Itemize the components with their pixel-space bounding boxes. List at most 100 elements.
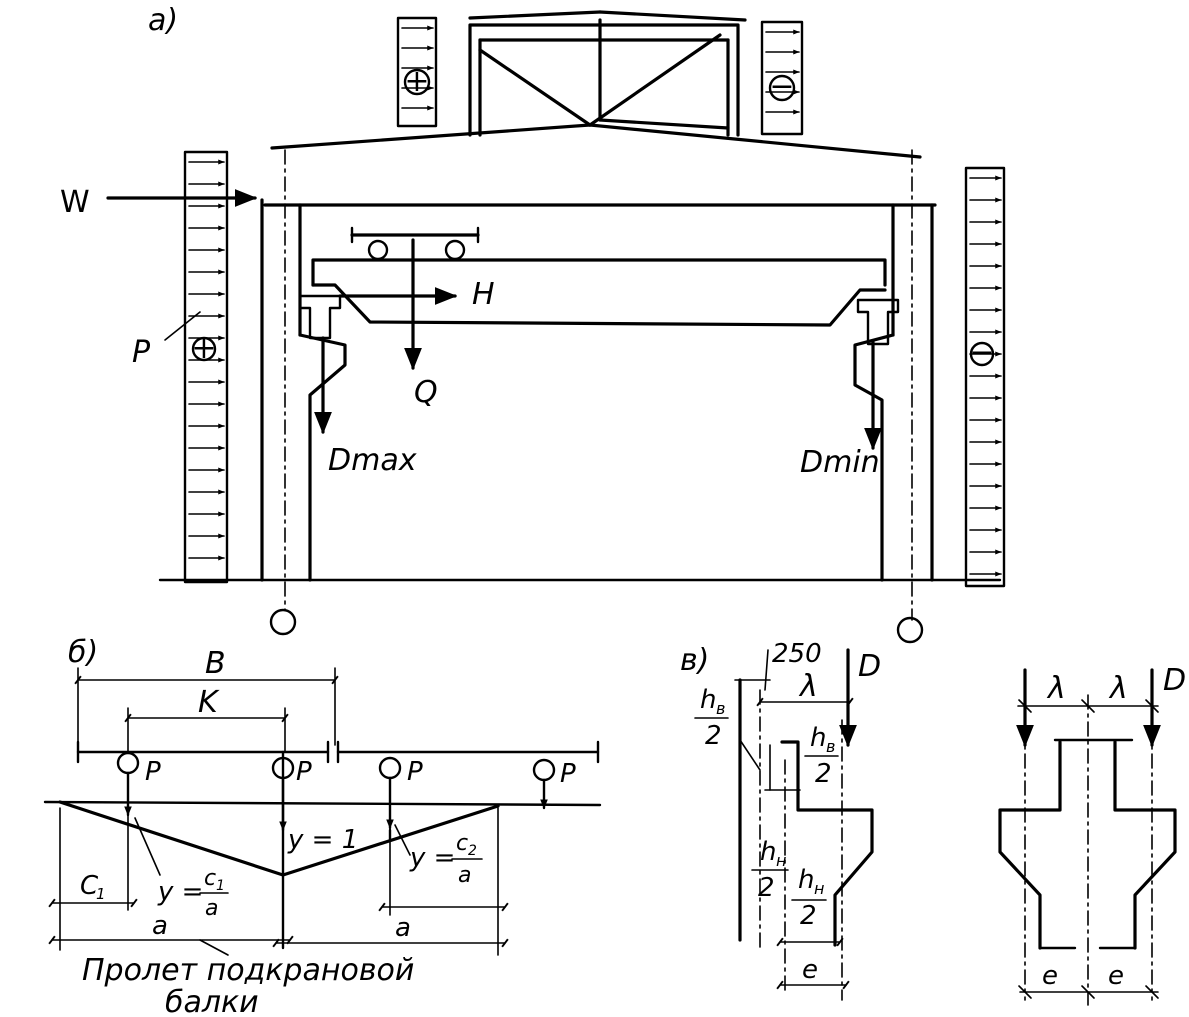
col2-e-tick-mid (1081, 985, 1095, 999)
caption-line-2: балки (165, 985, 259, 1017)
caption-line-1: Пролет подкрановой (82, 953, 414, 988)
wind-pressure-roof-left: + (396, 16, 438, 128)
hn2-left-sub: н (776, 851, 786, 870)
y-c2-prefix: y = (409, 843, 455, 873)
wheel-4-label: P (560, 759, 576, 789)
col2-lambda-right-label: λ (1108, 671, 1128, 706)
bridge-bottom (311, 283, 887, 327)
hv2-left-two: 2 (705, 721, 722, 751)
plus-sign-left: + (191, 331, 216, 366)
column-detail-symmetric: D λ λ e e (998, 663, 1186, 1006)
col1-load-label: D (858, 649, 881, 684)
minus-circle-roof (768, 74, 796, 102)
column-detail-eccentric: D 250 λ h в 2 h в 2 h н 2 h н 2 e (694, 639, 881, 1001)
col2-lambda-tick-mid (1081, 699, 1095, 713)
trolley-wheel-right (444, 239, 466, 261)
wind-diagram-roof-left (396, 16, 438, 128)
pressure-leader (164, 311, 201, 341)
left-wheel-block (298, 294, 342, 340)
left-column-step (298, 333, 347, 582)
col2-e-tick-left (1018, 985, 1032, 999)
plus-circle-roof (403, 68, 431, 96)
influence-baseline (43, 800, 602, 807)
lantern-cap-left (468, 10, 602, 20)
y-c1-leader (134, 817, 161, 876)
right-axis-marker (896, 616, 924, 644)
hn2-right-two: 2 (800, 901, 817, 931)
col2-left-outline (998, 740, 1062, 950)
wind-pressure-label: P (132, 335, 151, 370)
wind-pressure-right-wall: − (964, 166, 1006, 588)
y-c2-den: a (458, 863, 471, 888)
panel-v-label: в) (680, 643, 709, 678)
wheel-4 (532, 758, 556, 782)
col2-e-left-label: e (1042, 961, 1058, 991)
hv2-left-leader (739, 739, 761, 771)
dim-k-label: K (198, 685, 220, 720)
plus-sign-roof: + (404, 64, 429, 99)
y-c1-den: a (205, 896, 218, 921)
col1-step-outline (780, 740, 874, 947)
dim-b-label: B (205, 646, 226, 681)
minus-sign-roof: − (769, 69, 794, 104)
col2-lambda-left-label: λ (1046, 671, 1066, 706)
left-column (260, 149, 347, 636)
hn2-left-two: 2 (758, 873, 775, 903)
dim-c1-label: C (80, 871, 99, 901)
crane-weight-label: Q (414, 375, 438, 410)
y-one-label: y = 1 (287, 825, 358, 855)
wind-pressure-left-wall: P + (132, 150, 229, 584)
dim-a-left-label: a (152, 911, 168, 941)
y-c1-num: c (204, 866, 216, 891)
lantern-diagonal-1 (478, 48, 592, 127)
bridge-top (311, 258, 887, 287)
roof-slope (270, 123, 922, 159)
panel-b-label: б) (68, 635, 98, 670)
dmax-label: Dmax (328, 443, 417, 478)
hv2-right-h: h (810, 723, 826, 753)
left-axis-marker (269, 608, 297, 636)
plus-circle-left (191, 336, 217, 362)
wind-pressure-roof-right: − (760, 20, 804, 136)
crane-bridge (298, 226, 900, 346)
col2-e-right-label: e (1108, 961, 1124, 991)
y-c2-leader (394, 824, 411, 856)
roof (263, 123, 937, 207)
dim-a-right-label: a (395, 913, 411, 943)
dim-c1-label-sub: 1 (96, 885, 106, 903)
trolley-wheel-left (367, 239, 389, 261)
right-column (853, 149, 934, 644)
horizontal-force-label: H (472, 277, 495, 312)
dim-250-leader (764, 649, 769, 691)
wind-diagram-right (964, 166, 1006, 588)
minus-sign-right: − (969, 335, 994, 370)
lantern-diagonal-3 (598, 118, 730, 130)
hn2-right-h: h (798, 865, 814, 895)
dim-250-label: 250 (772, 639, 822, 669)
hn2-left-h: h (760, 837, 776, 867)
col2-right-outline (1113, 740, 1177, 950)
frame-forces: W H Q Dmax Dmin (60, 185, 882, 480)
lantern-outline (468, 23, 740, 137)
y-c1-prefix: y = (157, 877, 203, 907)
hv2-right-two: 2 (815, 759, 832, 789)
wheel-3 (378, 756, 402, 780)
wind-diagram-left (183, 150, 229, 584)
lantern-cap-right (598, 10, 747, 22)
hv2-left-sub: в (716, 699, 725, 718)
wheel-2-label: P (296, 757, 312, 787)
col1-lambda-label: λ (798, 669, 818, 704)
col2-load-label: D (1163, 663, 1186, 698)
wind-force-label: W (60, 185, 90, 220)
col2-lambda-tick-left (1018, 699, 1032, 713)
influence-line-panel: B K P P P P y = 1 y = c (43, 646, 602, 1017)
hv2-left-h: h (700, 685, 716, 715)
y-c2-num-sub: 2 (468, 843, 477, 859)
y-c2-num: c (456, 831, 468, 856)
right-wheel-block (856, 298, 900, 346)
col1-e-label: e (802, 955, 818, 985)
hv2-right-sub: в (826, 737, 835, 756)
wind-diagram-roof-right (760, 20, 804, 136)
